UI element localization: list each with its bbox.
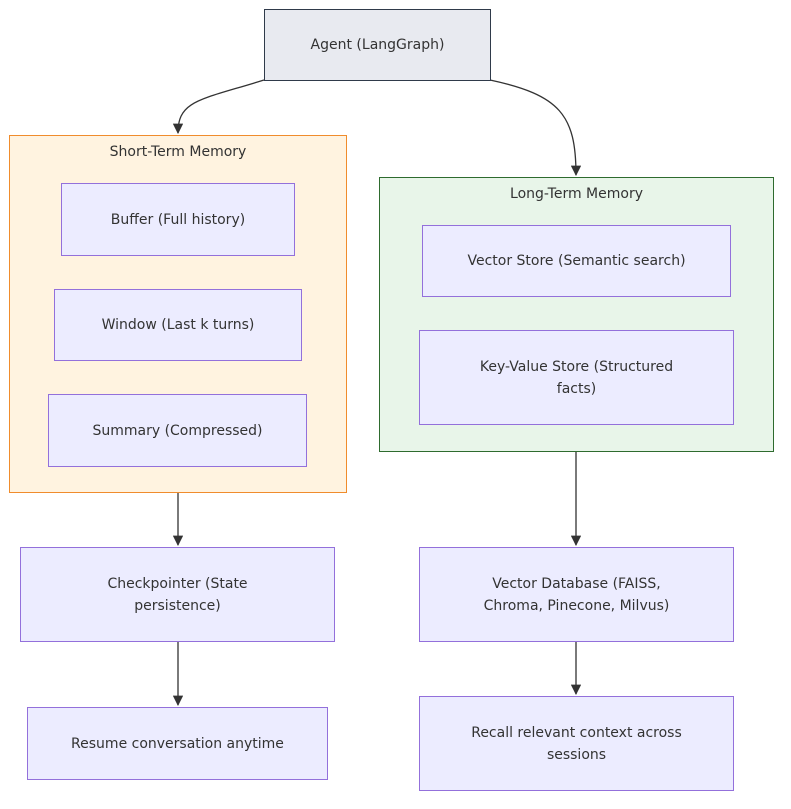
short-term-memory-title: Short-Term Memory xyxy=(109,144,247,160)
vector-db-label-line2: Chroma, Pinecone, Milvus) xyxy=(483,597,670,614)
edge-agent-to-short-term xyxy=(172,79,265,135)
kv-store-node: Key-Value Store (Structured facts) xyxy=(419,330,734,425)
recall-label-line2: sessions xyxy=(546,746,607,763)
edge-agent-to-long-term xyxy=(489,79,582,177)
agent-label: Agent (LangGraph) xyxy=(310,37,445,53)
kv-store-label-line2: facts) xyxy=(556,380,597,397)
window-node: Window (Last k turns) xyxy=(54,289,302,361)
resume-node: Resume conversation anytime xyxy=(27,707,328,780)
buffer-node: Buffer (Full history) xyxy=(61,183,295,256)
summary-label: Summary (Compressed) xyxy=(92,422,263,439)
recall-label-line1: Recall relevant context across xyxy=(471,724,682,741)
checkpointer-label-line1: Checkpointer (State xyxy=(107,575,248,592)
summary-node: Summary (Compressed) xyxy=(48,394,307,467)
window-label: Window (Last k turns) xyxy=(101,317,255,333)
buffer-label: Buffer (Full history) xyxy=(110,211,246,228)
vector-store-label: Vector Store (Semantic search) xyxy=(467,253,686,269)
kv-store-label-line1: Key-Value Store (Structured xyxy=(479,358,674,375)
agent-node: Agent (LangGraph) xyxy=(264,9,491,81)
checkpointer-label-line2: persistence) xyxy=(134,597,221,614)
vector-db-label-line1: Vector Database (FAISS, xyxy=(492,575,661,592)
vector-store-node: Vector Store (Semantic search) xyxy=(422,225,731,297)
vector-db-node: Vector Database (FAISS, Chroma, Pinecone… xyxy=(419,547,734,642)
resume-label: Resume conversation anytime xyxy=(71,735,284,752)
checkpointer-node: Checkpointer (State persistence) xyxy=(20,547,335,642)
recall-node: Recall relevant context across sessions xyxy=(419,696,734,791)
long-term-memory-title: Long-Term Memory xyxy=(510,186,643,202)
